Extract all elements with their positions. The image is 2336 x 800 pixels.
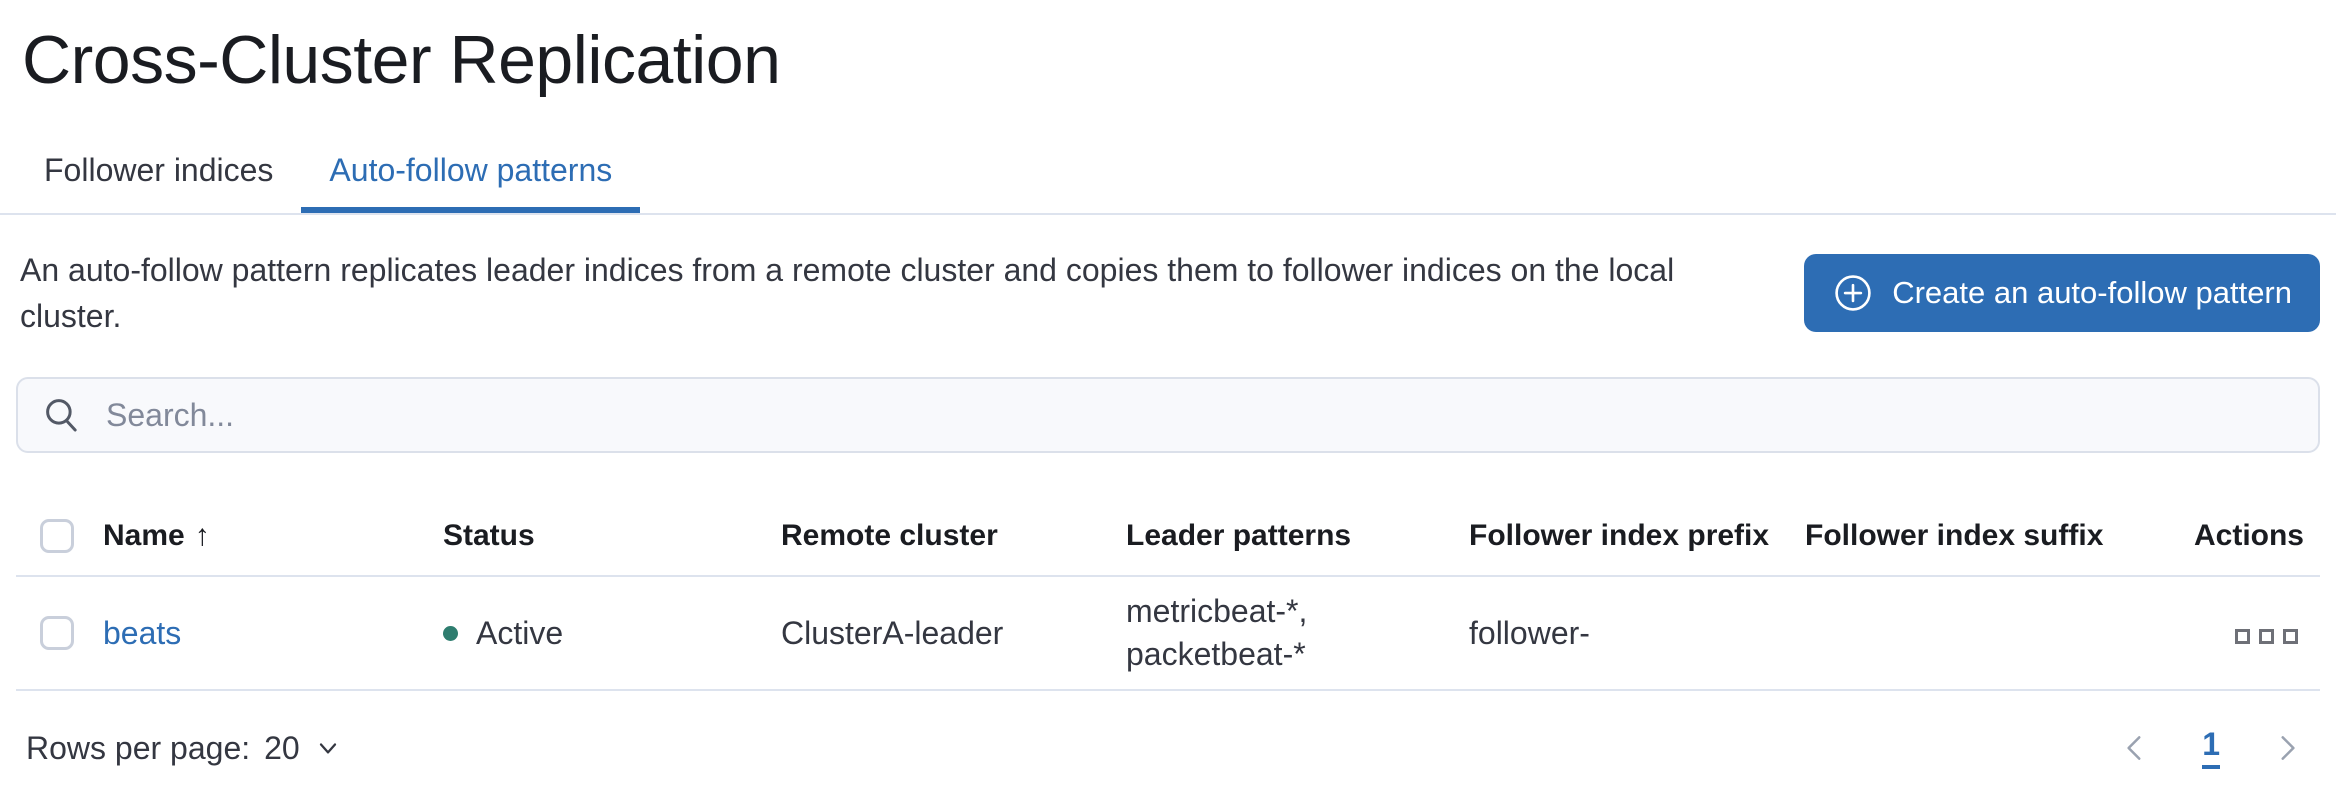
remote-cluster-cell: ClusterA-leader: [781, 614, 1004, 651]
pattern-name-link[interactable]: beats: [103, 614, 182, 651]
cross-cluster-replication-page: Cross-Cluster Replication Follower indic…: [0, 22, 2336, 769]
column-header-status: Status: [443, 519, 535, 552]
auto-follow-patterns-table: Name↑ Status Remote cluster Leader patte…: [16, 497, 2320, 691]
page-description: An auto-follow pattern replicates leader…: [20, 252, 1675, 334]
rows-per-page-button[interactable]: Rows per page: 20: [20, 729, 348, 768]
create-button-label: Create an auto-follow pattern: [1892, 275, 2292, 310]
column-header-leader-patterns: Leader patterns: [1126, 519, 1352, 552]
pattern-name-cell: beats: [103, 615, 443, 652]
column-header-actions: Actions: [2193, 519, 2304, 552]
page-number-1[interactable]: 1: [2202, 727, 2220, 769]
select-all-cell: [16, 519, 103, 553]
column-header-name[interactable]: Name↑: [103, 519, 210, 552]
chevron-left-icon: [2118, 731, 2152, 765]
next-page-button[interactable]: [2266, 727, 2308, 769]
column-header-remote-cluster: Remote cluster: [781, 519, 998, 552]
leader-pattern-line: metricbeat-*,: [1126, 593, 1308, 629]
tab-auto-follow-patterns-label: Auto-follow patterns: [329, 152, 613, 188]
chevron-right-icon: [2270, 731, 2304, 765]
table-header-row: Name↑ Status Remote cluster Leader patte…: [16, 497, 2320, 577]
actions-cell: [2116, 615, 2320, 652]
table-row: beats Active ClusterA-leader metricbeat-…: [16, 577, 2320, 691]
table-footer: Rows per page: 20 1: [16, 691, 2320, 769]
status-cell: Active: [443, 615, 781, 652]
tab-bar-divider: [0, 213, 2336, 215]
leader-patterns-cell: metricbeat-*, packetbeat-*: [1126, 590, 1469, 676]
create-auto-follow-pattern-button[interactable]: Create an auto-follow pattern: [1804, 254, 2320, 332]
search-bar: [16, 377, 2320, 453]
sort-ascending-icon: ↑: [194, 519, 210, 552]
status-active-dot-icon: [443, 625, 458, 641]
intro-section: An auto-follow pattern replicates leader…: [16, 247, 2320, 339]
row-actions-button[interactable]: [2229, 623, 2304, 650]
page-title: Cross-Cluster Replication: [22, 22, 781, 98]
pagination: 1: [2114, 727, 2316, 769]
tab-follower-indices-label: Follower indices: [44, 152, 274, 188]
tab-bar: Follower indices Auto-follow patterns: [16, 131, 2320, 213]
select-all-checkbox[interactable]: [40, 519, 74, 553]
row-select-cell: [16, 616, 103, 650]
boxes-horizontal-icon: [2235, 628, 2250, 644]
chevron-down-icon: [314, 734, 342, 762]
column-header-follower-index-suffix: Follower index suffix: [1805, 519, 2104, 552]
follower-index-prefix-cell: follower-: [1469, 614, 1590, 651]
plus-in-circle-icon: [1832, 272, 1874, 314]
rows-per-page-value: 20: [264, 729, 300, 766]
status-label: Active: [476, 614, 564, 651]
search-input[interactable]: [104, 395, 2294, 435]
tab-follower-indices[interactable]: Follower indices: [16, 131, 301, 213]
search-icon: [42, 395, 104, 435]
column-header-follower-index-prefix: Follower index prefix: [1469, 519, 1770, 552]
rows-per-page-label: Rows per page:: [26, 729, 251, 766]
row-checkbox[interactable]: [40, 616, 74, 650]
previous-page-button[interactable]: [2114, 727, 2156, 769]
tab-auto-follow-patterns[interactable]: Auto-follow patterns: [301, 131, 641, 213]
leader-pattern-line: packetbeat-*: [1126, 636, 1306, 672]
